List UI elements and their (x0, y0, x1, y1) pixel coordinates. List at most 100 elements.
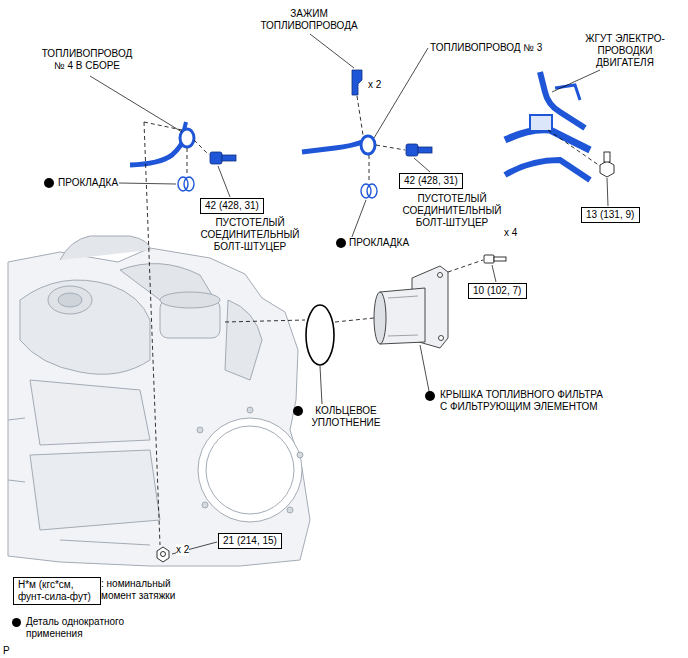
label-text: ПУСТОТЕЛЫЙ СОЕДИНИТЕЛЬНЫЙ БОЛТ-ШТУЦЕР (194, 217, 306, 253)
label-text: ПРОКЛАДКА (58, 177, 118, 189)
single-use-mark (44, 178, 435, 416)
leader-line (90, 34, 608, 554)
assembly-line-part (144, 122, 160, 545)
fuel-pipe-3-part (361, 136, 375, 154)
single-use-mark-part (293, 406, 303, 416)
gasket (361, 184, 377, 198)
engine-block-part (30, 450, 160, 530)
nut-part (157, 547, 169, 562)
engine-block-part (58, 293, 82, 307)
part-name: ТОПЛИВОПРОВОД № 4 В СБОРЕ (38, 48, 136, 72)
engine-block-part (20, 280, 150, 374)
fuel-filter-cover (374, 266, 448, 348)
torque-value: Н*м (кгс*см, фунт-сила-фут) (18, 579, 96, 603)
gasket-part (178, 177, 188, 191)
part-name: ТОПЛИВОПРОВОД № 3 (430, 42, 542, 54)
assembly-line-part (335, 318, 374, 322)
bolt (484, 255, 506, 263)
engine-block-part (30, 380, 150, 445)
leader-line-part (218, 166, 230, 197)
union-bolt (210, 152, 236, 164)
o-ring (306, 305, 334, 365)
assembly-line-part (548, 130, 600, 166)
torque-value: 42 (428, 31) (205, 200, 259, 212)
engine-block-part (202, 502, 208, 508)
union-bolt-part (222, 155, 236, 161)
label-text: ТОПЛИВОПРОВОД № 3 (430, 42, 542, 54)
torque-value: 21 (214, 15) (223, 535, 277, 547)
engine-block-part (297, 452, 303, 458)
leader-line-part (414, 158, 430, 172)
part-name: КРЫШКА ТОПЛИВНОГО ФИЛЬТРА С ФИЛЬТРУЮЩИМ … (440, 389, 612, 413)
bolt-part (600, 161, 614, 177)
leader-line-part (119, 183, 176, 184)
leader-line-part (310, 34, 354, 68)
figure-code: P (3, 645, 10, 657)
assembly-line-part (369, 155, 370, 183)
torque-box: 10 (102, 7) (468, 283, 527, 299)
wire-harness-part (505, 130, 590, 150)
label-text: ЖГУТ ЭЛЕКТРО- ПРОВОДКИ ДВИГАТЕЛЯ (578, 33, 672, 69)
torque-value: 42 (428, 31) (404, 175, 458, 187)
assembly-line-part (357, 96, 363, 135)
engine-block-part (197, 427, 203, 433)
torque-box: 13 (131, 9) (581, 207, 640, 223)
leader-line-part (90, 76, 182, 132)
fuel-pipe-4-part (184, 122, 186, 130)
fuel-filter-cover-part (439, 336, 444, 341)
bolt-part (604, 152, 610, 162)
gasket-part (184, 177, 194, 191)
leader-line-part (607, 178, 608, 206)
nut-part (161, 552, 166, 557)
leader-line-part (420, 345, 430, 396)
engine-block-part (287, 507, 293, 513)
label-text: КОЛЬЦЕВОЕ УПЛОТНЕНИЕ (304, 405, 388, 429)
legend-note: : номинальный момент затяжки (101, 578, 187, 602)
engine-block-part (206, 426, 294, 514)
torque-box: 21 (214, 15) (218, 533, 282, 549)
part-name: ПУСТОТЕЛЫЙ СОЕДИНИТЕЛЬНЫЙ БОЛТ-ШТУЦЕР (194, 217, 306, 253)
label-text: x 2 (368, 79, 381, 91)
union-bolt (406, 144, 432, 156)
label-text: ЗАЖИМ ТОПЛИВОПРОВОДА (258, 8, 360, 32)
wire-harness-part (555, 85, 580, 100)
gasket (178, 177, 194, 191)
legend-torque-box: Н*м (кгс*см, фунт-сила-фут) (13, 577, 101, 605)
leader-line-part (552, 70, 600, 92)
label-text: ТОПЛИВОПРОВОД № 4 В СБОРЕ (38, 48, 136, 72)
engine-block-part (247, 407, 253, 413)
assembly-line (144, 96, 600, 545)
torque-value: 10 (102, 7) (473, 285, 521, 297)
part-name: ЗАЖИМ ТОПЛИВОПРОВОДА (258, 8, 360, 32)
engine-block-part (198, 418, 302, 522)
single-use-mark-part (425, 391, 435, 401)
leader-line-part (350, 200, 366, 242)
part-name: ПРОКЛАДКА (58, 177, 118, 189)
fuel-filter-cover-part (388, 296, 418, 336)
assembly-line-part (194, 140, 209, 155)
pipe-clamp-part (352, 70, 362, 95)
part-name: КОЛЬЦЕВОЕ УПЛОТНЕНИЕ (304, 405, 388, 429)
pipe-clamp (352, 70, 362, 95)
leader-line-part (492, 265, 496, 282)
o-ring-part (306, 305, 334, 365)
union-bolt-part (418, 147, 432, 153)
engine-block-part (225, 300, 262, 380)
engine-block-part (8, 418, 150, 545)
torque-box: 42 (428, 31) (200, 198, 264, 214)
legend-entry: Деталь однократного применения (12, 616, 146, 640)
label-text: КРЫШКА ТОПЛИВНОГО ФИЛЬТРА С ФИЛЬТРУЮЩИМ … (440, 389, 612, 413)
assembly-line-part (187, 148, 188, 176)
fuel-filter-cover-part (374, 292, 386, 344)
part-name: ПРОКЛАДКА (349, 237, 409, 249)
fuel-pipe-3 (302, 136, 375, 154)
label-text: ПУСТОТЕЛЫЙ СОЕДИНИТЕЛЬНЫЙ БОЛТ-ШТУЦЕР (396, 193, 508, 229)
fuel-pipe-4 (130, 122, 194, 165)
torque-value: 13 (131, 9) (586, 209, 634, 221)
leader-line-part (374, 48, 428, 138)
engine-block-part (48, 286, 92, 314)
fuel-pipe-3-part (302, 142, 362, 152)
bolt-part (494, 257, 506, 261)
leader-line-part (320, 366, 322, 404)
